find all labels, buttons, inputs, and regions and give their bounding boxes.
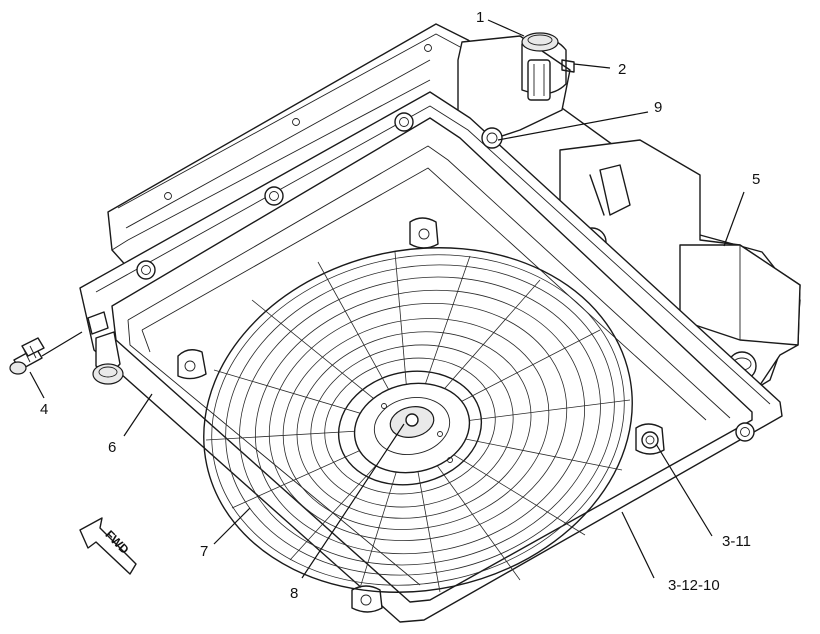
callout-7: 7 (200, 543, 208, 560)
callout-3-11: 3-11 (722, 533, 751, 550)
fwd-direction-arrow: FWD (79, 517, 137, 575)
callout-9: 9 (654, 99, 662, 116)
callout-8: 8 (290, 585, 298, 602)
callout-3-12-10: 3-12-10 (668, 577, 720, 594)
callout-labels: 1 2 9 5 4 6 7 8 3-11 3-12-10 (40, 9, 760, 602)
leader-lines (29, 19, 745, 579)
callout-1: 1 (476, 9, 484, 26)
callout-5: 5 (752, 171, 760, 188)
ecm-module (559, 139, 801, 386)
mounting-tray (79, 91, 783, 623)
connector-block (457, 32, 575, 141)
callout-4: 4 (40, 401, 48, 418)
callout-2: 2 (618, 61, 626, 78)
callout-6: 6 (108, 439, 116, 456)
fan-hub (353, 382, 471, 474)
fitting-part-4 (9, 337, 45, 375)
